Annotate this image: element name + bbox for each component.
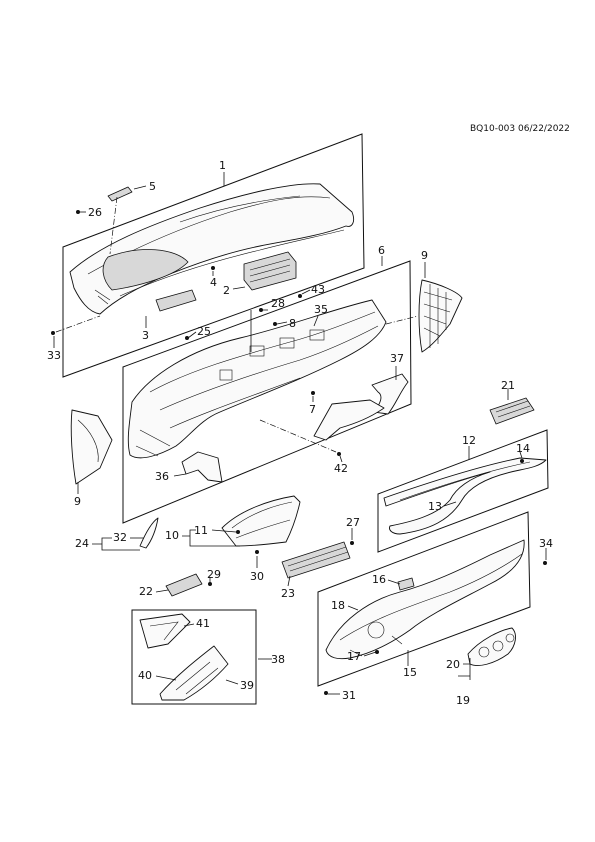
alignment-line	[259, 419, 337, 453]
part-upper-dash-trim	[69, 183, 355, 315]
part-9-side-trim	[70, 409, 113, 485]
part-22-switch	[165, 573, 203, 597]
part-12-strip	[383, 457, 547, 535]
callout-32: 32	[113, 531, 127, 544]
callout-31: 31	[342, 689, 356, 702]
callout-16: 16	[372, 573, 386, 586]
panel-trim-strip	[377, 429, 549, 553]
callout-7: 7	[309, 403, 316, 416]
callout-36: 36	[155, 470, 169, 483]
part-43-fastener	[298, 294, 302, 298]
panel-glovebox	[131, 609, 257, 705]
part-16-switch	[397, 577, 415, 591]
callout-11: 11	[194, 524, 208, 537]
part-25-fastener	[185, 336, 189, 340]
part-34-fastener	[543, 561, 547, 565]
callout-27: 27	[346, 516, 360, 529]
part-30-fastener	[255, 550, 259, 554]
callout-43: 43	[311, 283, 325, 296]
document-reference: BQ10-003 06/22/2022	[470, 124, 570, 134]
callout-8: 8	[289, 317, 296, 330]
part-10-surround	[221, 495, 301, 547]
callout-23: 23	[281, 587, 295, 600]
part-8-fastener	[273, 322, 277, 326]
callout-6: 6	[378, 244, 385, 257]
callout-42: 42	[334, 462, 348, 475]
part-33-fastener	[51, 331, 55, 335]
callout-34: 34	[539, 537, 553, 550]
part-7-trim	[313, 399, 385, 441]
callout-37: 37	[390, 352, 404, 365]
part-15-lower-dash	[325, 539, 525, 660]
callout-26: 26	[88, 206, 102, 219]
callout-22: 22	[139, 585, 153, 598]
callout-5: 5	[149, 180, 156, 193]
panel-carrier	[122, 260, 412, 524]
part-21-vent	[489, 397, 535, 425]
callout-25: 25	[197, 325, 211, 338]
part-19-bezel	[467, 627, 516, 666]
leader-lines	[53, 172, 547, 695]
part-36-bracket	[181, 451, 223, 483]
alignment-line	[385, 315, 419, 325]
callout-13: 13	[428, 500, 442, 513]
part-5-trim	[107, 186, 133, 202]
callout-2: 2	[223, 284, 230, 297]
part-42-fastener	[337, 452, 341, 456]
callout-21: 21	[501, 379, 515, 392]
callout-35: 35	[314, 303, 328, 316]
part-11-fastener	[236, 530, 240, 534]
part-32-bezel	[139, 517, 159, 549]
part-6-carrier	[127, 299, 387, 459]
part-2-cluster	[243, 251, 297, 291]
part-40-glovebox-door	[159, 645, 229, 701]
callout-14: 14	[516, 442, 530, 455]
callout-9: 9	[74, 495, 81, 508]
callout-30: 30	[250, 570, 264, 583]
callout-29: 29	[207, 568, 221, 581]
panel-upper-dash	[62, 133, 365, 378]
callout-20: 20	[446, 658, 460, 671]
callout-41: 41	[196, 617, 210, 630]
part-14-clip	[520, 459, 524, 463]
callout-12: 12	[462, 434, 476, 447]
part-37-bracket	[371, 373, 409, 415]
part-27-fastener	[350, 541, 354, 545]
callout-17: 17	[347, 650, 361, 663]
callout-18: 18	[331, 599, 345, 612]
part-7-fastener	[311, 391, 315, 395]
callout-38: 38	[271, 653, 285, 666]
callout-24: 24	[75, 537, 89, 550]
part-29-fastener	[208, 582, 212, 586]
part-28-fastener	[259, 308, 263, 312]
callout-33: 33	[47, 349, 61, 362]
alignment-line	[55, 315, 101, 333]
callout-40: 40	[138, 669, 152, 682]
alignment-line	[109, 196, 118, 255]
part-26-fastener	[76, 210, 80, 214]
callout-28: 28	[271, 297, 285, 310]
callout-3: 3	[142, 329, 149, 342]
part-4-fastener	[211, 266, 215, 270]
part-9-grille-right	[418, 279, 463, 353]
callout-10: 10	[165, 529, 179, 542]
callout-labels: 1 2 3 4 5 6 7 8 9 9 10 11 12 13 14 15 16…	[47, 159, 553, 707]
part-23-vent	[281, 541, 351, 579]
callout-9: 9	[421, 249, 428, 262]
part-3-bracket	[155, 289, 197, 312]
part-17-fastener	[375, 650, 379, 654]
part-31-fastener	[324, 691, 328, 695]
callout-19: 19	[456, 694, 470, 707]
panel-lower-dash	[317, 511, 531, 687]
part-41-glovebox-bin	[139, 613, 191, 649]
callout-15: 15	[403, 666, 417, 679]
callout-4: 4	[210, 276, 217, 289]
callout-39: 39	[240, 679, 254, 692]
callout-1: 1	[219, 159, 226, 172]
